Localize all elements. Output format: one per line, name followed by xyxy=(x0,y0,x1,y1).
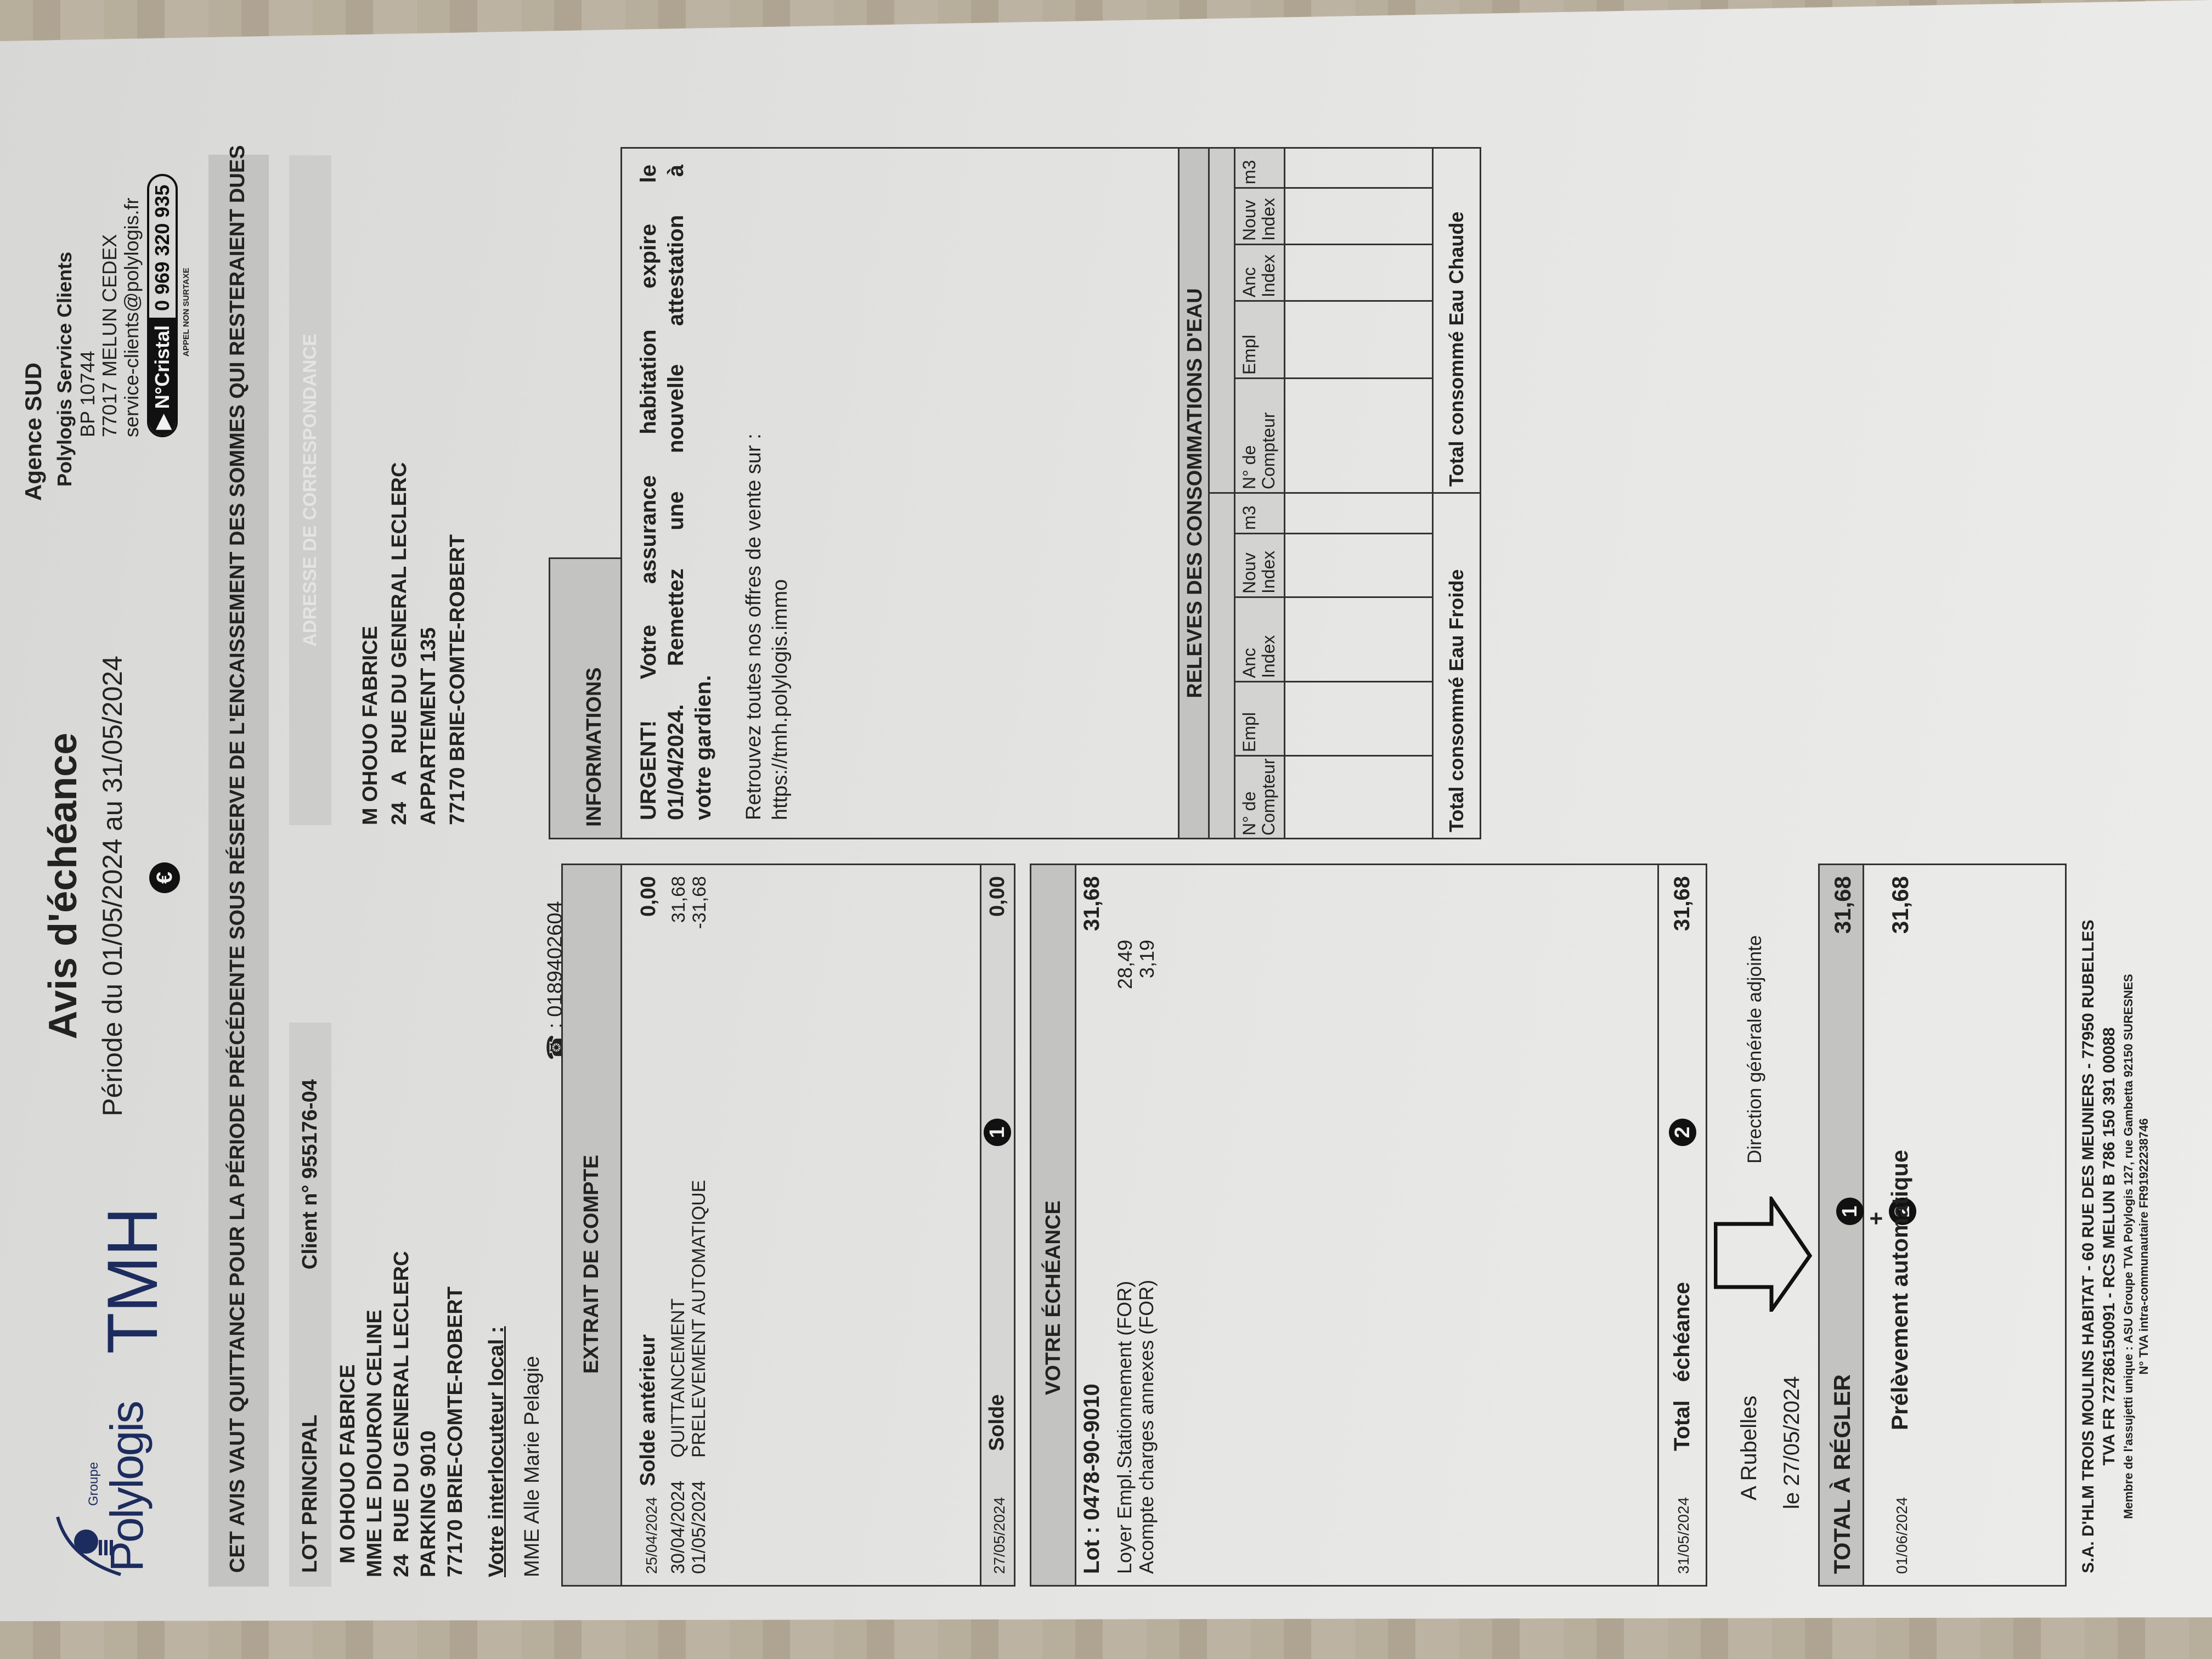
logo-group-text: Groupe xyxy=(86,1462,101,1506)
due-table: VOTRE ÉCHÉANCE Lot : 0478-90-9010 31,68 … xyxy=(1030,864,1659,1587)
sales-link[interactable]: https://tmh.polylogis.immo xyxy=(769,579,792,820)
marker-1-icon: 1 xyxy=(984,1119,1011,1146)
col-nouv-cold: Nouv Index xyxy=(1239,550,1279,594)
mailing-line: 77170 BRIE-COMTE-ROBERT xyxy=(446,534,469,825)
table-row: 25/04/2024 Solde antérieur 0,00 xyxy=(636,876,660,1574)
tenant-line: PARKING 9010 xyxy=(417,1430,440,1577)
lot-label: LOT PRINCIPAL xyxy=(298,1414,321,1573)
payment-box: 01/06/2024 Prélèvement automatique 31,68 xyxy=(1863,864,2067,1587)
footer-line: N° TVA intra-communautaire FR91922238746 xyxy=(2137,1118,2151,1375)
col-nouv-hot: Nouv Index xyxy=(1239,198,1279,241)
hot-water-total: Total consommé Eau Chaude xyxy=(1445,211,1468,487)
contact-label: Votre interlocuteur local : xyxy=(485,1326,508,1577)
cristal-phone-badge[interactable]: ▶ N°Cristal 0 969 320 935 xyxy=(147,173,178,437)
mailing-line: APPARTEMENT 135 xyxy=(417,627,440,825)
due-header: VOTRE ÉCHÉANCE xyxy=(1031,865,1076,1585)
signature-date: le 27/05/2024 xyxy=(1780,1376,1804,1509)
marker-2-icon: 2 xyxy=(1669,1119,1696,1146)
correspondence-bar: ADRESSE DE CORRESPONDANCE xyxy=(289,155,331,825)
notice-banner: CET AVIS VAUT QUITTANCE POUR LA PÉRIODE … xyxy=(208,145,269,1587)
contact-name: MME Alle Marie Pelagie xyxy=(521,1356,544,1577)
notice-text: CET AVIS VAUT QUITTANCE POUR LA PÉRIODE … xyxy=(226,145,249,1573)
agency-name: Agence SUD xyxy=(20,362,46,501)
col-empl-hot: Empl xyxy=(1239,335,1259,375)
cristal-label: ▶ N°Cristal xyxy=(149,317,176,435)
water-subheader xyxy=(1208,147,1235,839)
mailing-line: 24 A RUE DU GENERAL LECLERC xyxy=(388,462,411,825)
cristal-number: 0 969 320 935 xyxy=(151,184,173,311)
account-header: EXTRAIT DE COMPTE xyxy=(563,865,622,1585)
client-number: Client n° 955176-04 xyxy=(298,1079,321,1269)
lot-row: Lot : 0478-90-9010 31,68 xyxy=(1080,876,1104,1574)
tenant-line: 77170 BRIE-COMTE-ROBERT xyxy=(444,1286,467,1577)
info-box: URGENT! Votre assurance habitation expir… xyxy=(620,147,1180,839)
page-title: Avis d'échéance xyxy=(41,732,85,1040)
agency-city: 77017 MELUN CEDEX xyxy=(98,234,121,437)
payment-row: 01/06/2024 Prélèvement automatique 31,68 xyxy=(1887,876,1913,1574)
logo-brand-text: Polylogis xyxy=(101,1402,153,1572)
signatory: Direction générale adjointe xyxy=(1744,935,1765,1164)
col-m3-hot: m3 xyxy=(1239,160,1259,184)
water-header: RELEVES DES CONSOMMATIONS D'EAU xyxy=(1178,147,1210,839)
agency-service: Polylogis Service Clients xyxy=(53,251,76,487)
cristal-note: APPEL NON SURTAXE xyxy=(182,268,191,357)
water-data-row xyxy=(1284,147,1434,839)
tenant-line: MME LE DIOURON CELINE xyxy=(363,1310,386,1577)
agency-email[interactable]: service-clients@polylogis.fr xyxy=(120,198,143,437)
due-title: VOTRE ÉCHÉANCE xyxy=(1042,1200,1065,1395)
polylogis-logo-icon xyxy=(56,1516,121,1576)
water-column-headers: N° de Compteur Empl Anc Index Nouv Index… xyxy=(1234,147,1285,839)
footer-line: Membre de l'assujetti unique : ASU Group… xyxy=(2121,974,2135,1519)
col-anc-cold: Anc Index xyxy=(1239,635,1279,678)
agency-bp: BP 10744 xyxy=(76,351,99,437)
due-total-row: 31/05/2024 Total échéance 2 31,68 xyxy=(1657,864,1707,1587)
lot-bar: LOT PRINCIPAL Client n° 955176-04 xyxy=(289,1023,331,1587)
mailing-line: M OHOUO FABRICE xyxy=(359,625,382,825)
col-meter-hot: N° de Compteur xyxy=(1239,412,1279,490)
tenant-line: 24 RUE DU GENERAL LECLERC xyxy=(390,1251,413,1577)
water-total-row: Total consommé Eau Froide Total consommé… xyxy=(1432,147,1481,839)
table-row: 30/04/2024 QUITTANCEMENT 31,68 xyxy=(668,876,689,1574)
urgent-line: URGENT! Votre assurance habitation expir… xyxy=(636,165,661,820)
account-title: EXTRAIT DE COMPTE xyxy=(580,1154,603,1374)
total-to-pay-row: TOTAL À RÉGLER 1 + 2 31,68 xyxy=(1818,864,1916,1587)
cold-water-total: Total consommé Eau Froide xyxy=(1445,569,1468,832)
balance-row: 27/05/2024 Solde 1 0,00 xyxy=(980,865,1014,1585)
table-row: 01/05/2024 PRELEVEMENT AUTOMATIQUE -31,6… xyxy=(689,876,710,1574)
arrow-down-icon xyxy=(1714,1197,1813,1312)
sales-text: Retrouvez toutes nos offres de vente sur… xyxy=(742,433,765,820)
tenant-line: M OHOUO FABRICE xyxy=(336,1364,359,1564)
footer-line: S.A. D'HLM TROIS MOULINS HABITAT - 60 RU… xyxy=(2079,919,2097,1573)
correspondence-label: ADRESSE DE CORRESPONDANCE xyxy=(300,334,320,647)
table-row: Acompte charges annexes (FOR) 3,19 xyxy=(1135,940,1158,1574)
urgent-line: 01/04/2024. Remettez une nouvelle attest… xyxy=(664,165,688,820)
euro-icon: € xyxy=(149,862,180,893)
table-row: Loyer Empl.Stationnement (FOR) 28,49 xyxy=(1113,940,1136,1574)
col-anc-hot: Anc Index xyxy=(1239,254,1279,297)
col-meter-cold: N° de Compteur xyxy=(1239,758,1279,836)
col-empl-cold: Empl xyxy=(1239,712,1259,752)
footer-line: TVA FR 72786150091 - RCS MELUN B 786 150… xyxy=(2100,1027,2118,1466)
urgent-line: votre gardien. xyxy=(691,675,715,820)
info-title: INFORMATIONS xyxy=(583,667,606,827)
play-icon: ▶ xyxy=(151,409,173,430)
period-text: Période du 01/05/2024 au 31/05/2024 xyxy=(97,656,128,1116)
marker-1-icon: 1 xyxy=(1836,1198,1864,1226)
tmh-logo-text: TMH xyxy=(92,1207,172,1354)
cristal-label-text: N°Cristal xyxy=(151,325,173,409)
info-header: INFORMATIONS xyxy=(549,557,622,839)
col-m3-cold: m3 xyxy=(1239,505,1259,530)
account-extract-table: EXTRAIT DE COMPTE 25/04/2024 Solde antér… xyxy=(561,864,1015,1587)
water-title: RELEVES DES CONSOMMATIONS D'EAU xyxy=(1183,288,1206,698)
due-notice-document: Groupe Polylogis TMH Avis d'échéance Pér… xyxy=(0,27,2212,1618)
signature-place: A Rubelles xyxy=(1737,1395,1761,1500)
